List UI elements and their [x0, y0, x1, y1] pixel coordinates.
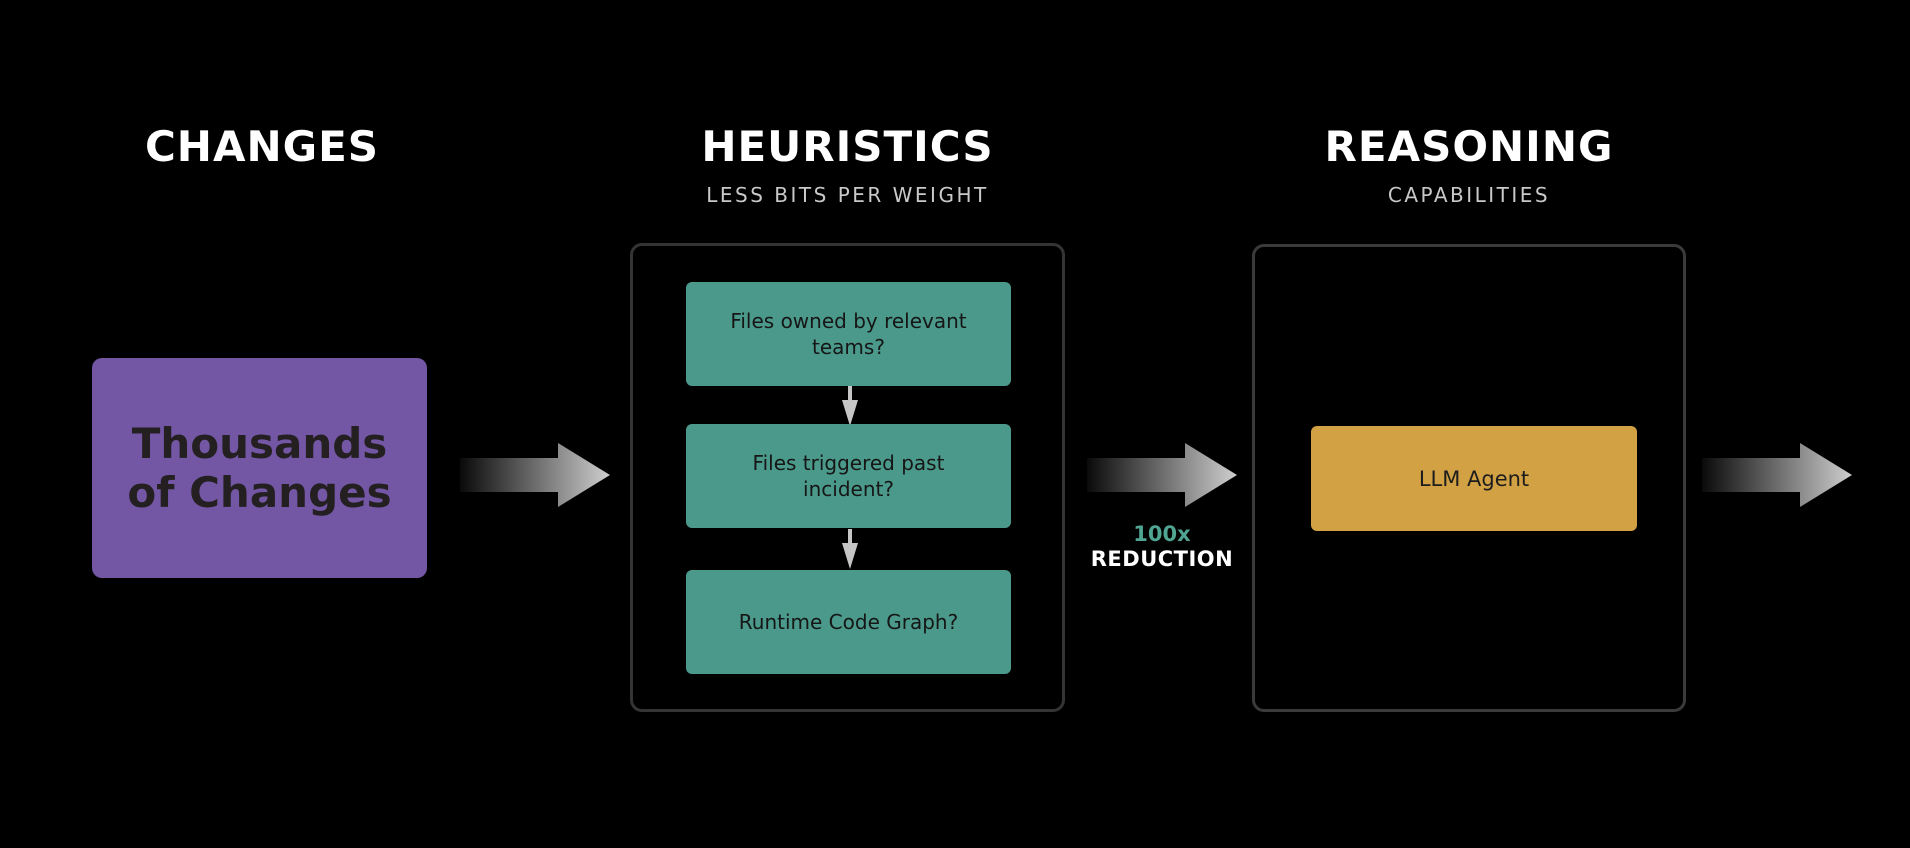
down-arrow-icon: [842, 386, 858, 426]
column-title-changes: CHANGES: [144, 122, 380, 171]
column-header-changes: CHANGES: [62, 126, 462, 168]
heuristic-step-label: Files triggered past incident?: [752, 451, 945, 501]
heuristic-step-label: Files owned by relevant teams?: [730, 309, 967, 359]
reduction-annotation: 100x REDUCTION: [1062, 522, 1262, 572]
column-title-heuristics: HEURISTICS: [701, 122, 994, 171]
column-subtitle-heuristics: LESS BITS PER WEIGHT: [706, 183, 989, 207]
heuristics-panel: Files owned by relevant teams? Files tri…: [630, 243, 1065, 712]
thousands-of-changes-node: Thousands of Changes: [92, 358, 427, 578]
heuristic-step-files-owned: Files owned by relevant teams?: [686, 282, 1011, 386]
llm-agent-label: LLM Agent: [1418, 466, 1530, 491]
column-header-heuristics: HEURISTICS LESS BITS PER WEIGHT: [630, 122, 1065, 207]
heuristic-step-past-incident: Files triggered past incident?: [686, 424, 1011, 528]
thousands-of-changes-label: Thousands of Changes: [127, 418, 392, 517]
column-header-reasoning: REASONING CAPABILITIES: [1252, 122, 1686, 207]
right-arrow-icon: [1087, 443, 1237, 507]
reasoning-panel: LLM Agent: [1252, 244, 1686, 712]
down-arrow-icon: [842, 529, 858, 569]
llm-agent-node: LLM Agent: [1311, 426, 1637, 531]
right-arrow-icon: [1702, 443, 1852, 507]
reduction-label: REDUCTION: [1090, 546, 1234, 571]
heuristic-step-runtime-code-graph: Runtime Code Graph?: [686, 570, 1011, 674]
column-title-reasoning: REASONING: [1324, 122, 1614, 171]
reduction-value: 100x: [1133, 522, 1191, 546]
heuristic-step-label: Runtime Code Graph?: [738, 610, 959, 634]
column-subtitle-reasoning: CAPABILITIES: [1387, 183, 1551, 207]
right-arrow-icon: [460, 443, 610, 507]
